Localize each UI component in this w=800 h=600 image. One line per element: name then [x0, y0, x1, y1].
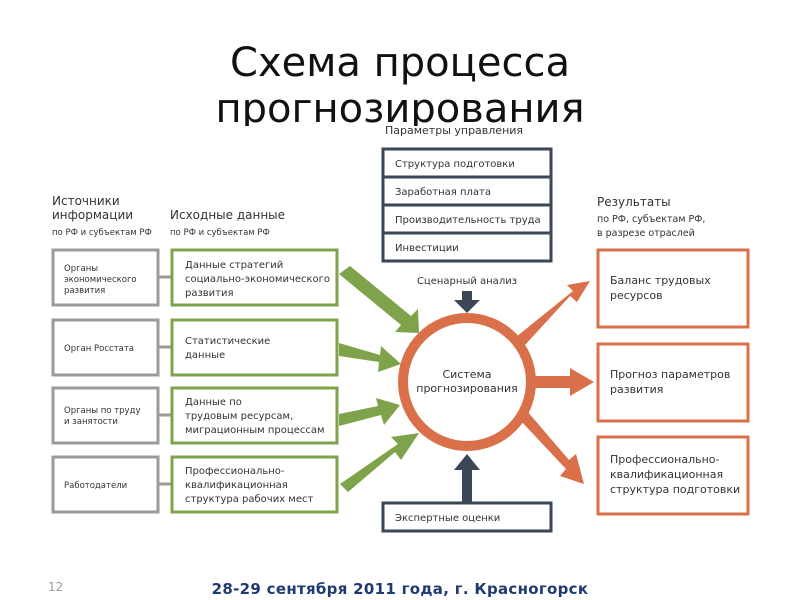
- slide-title-line-1: Схема процесса: [230, 40, 570, 86]
- param-item-1: Структура подготовки: [395, 159, 515, 170]
- input-box-2: Статистические данные: [170, 318, 339, 377]
- result-box-3-line-2: квалификационная: [610, 468, 723, 481]
- source-box-3-line-2: и занятости: [64, 417, 118, 427]
- scenario-analysis-label: Сценарный анализ: [417, 276, 517, 287]
- source-box-1-line-1: Органы: [64, 264, 98, 274]
- input-box-4-line-2: квалификационная: [185, 480, 288, 491]
- param-item-3: Производительность труда: [395, 215, 541, 226]
- source-box-1-line-2: экономического: [64, 275, 137, 285]
- orange-arrow-1: [516, 281, 590, 345]
- inputs-subheading: по РФ и субъектам РФ: [170, 228, 270, 238]
- result-box-2: Прогноз параметров развития: [596, 342, 750, 423]
- input-box-4-line-3: структура рабочих мест: [185, 494, 313, 505]
- input-box-3-line-2: трудовым ресурсам,: [185, 411, 293, 422]
- input-box-1-line-1: Данные стратегий: [185, 260, 283, 271]
- input-box-3-line-3: миграционным процессам: [185, 425, 325, 436]
- result-box-1: Баланс трудовых ресурсов: [596, 248, 750, 329]
- input-box-1-line-2: социально-экономического: [185, 274, 330, 285]
- expert-box: Экспертные оценки: [381, 501, 553, 533]
- green-arrow-1: [339, 266, 419, 333]
- source-box-4-line-1: Работодатели: [64, 481, 127, 491]
- navy-arrow-down: [454, 291, 480, 313]
- sources-heading-line-1: Источники: [52, 194, 120, 208]
- params-stack: Структура подготовки Заработная плата Пр…: [381, 147, 553, 263]
- sources-heading-line-2: информации: [52, 208, 133, 222]
- input-box-3: Данные по трудовым ресурсам, миграционны…: [170, 386, 339, 445]
- inputs-heading: Исходные данные: [170, 208, 285, 222]
- sources-subheading: по РФ и субъектам РФ: [52, 228, 152, 238]
- result-box-3-line-3: структура подготовки: [610, 483, 740, 496]
- green-arrow-2: [339, 343, 401, 372]
- result-box-1-line-1: Баланс трудовых: [610, 274, 711, 287]
- source-box-4: Работодатели: [51, 455, 160, 514]
- source-box-2: Орган Росстата: [51, 318, 160, 377]
- input-box-1: Данные стратегий социально-экономическог…: [170, 248, 339, 307]
- result-box-3-line-1: Профессионально-: [610, 453, 719, 466]
- source-box-2-line-1: Орган Росстата: [64, 344, 134, 354]
- results-subheading-line-1: по РФ, субъектам РФ,: [597, 214, 705, 225]
- results-heading: Результаты: [597, 195, 671, 209]
- result-box-2-line-2: развития: [610, 383, 663, 396]
- param-item-2: Заработная плата: [395, 187, 491, 198]
- slide-number: 12: [48, 580, 64, 594]
- params-heading: Параметры управления: [385, 124, 523, 137]
- input-box-3-line-1: Данные по: [185, 397, 242, 408]
- green-arrow-3: [339, 398, 400, 426]
- result-box-1-line-2: ресурсов: [610, 289, 663, 302]
- source-box-1-line-3: развития: [64, 286, 105, 296]
- result-box-2-line-1: Прогноз параметров: [610, 368, 730, 381]
- orange-arrow-3: [520, 411, 584, 484]
- result-box-3: Профессионально- квалификационная структ…: [596, 435, 750, 516]
- slide-title-line-2: прогнозирования: [215, 86, 585, 126]
- green-arrow-4: [340, 433, 419, 492]
- center-line-2: прогнозирования: [416, 382, 518, 395]
- source-box-1: Органы экономического развития: [51, 248, 160, 307]
- footer-date-location: 28-29 сентября 2011 года, г. Красногорск: [211, 580, 589, 598]
- center-line-1: Система: [442, 368, 491, 381]
- orange-arrow-2: [531, 368, 594, 396]
- navy-arrow-up: [454, 454, 480, 502]
- input-box-2-line-2: данные: [185, 350, 225, 361]
- source-box-3: Органы по труду и занятости: [51, 386, 160, 445]
- input-box-4: Профессионально- квалификационная структ…: [170, 455, 339, 514]
- param-item-4: Инвестиции: [395, 243, 459, 254]
- source-box-3-line-1: Органы по труду: [64, 406, 140, 416]
- results-subheading-line-2: в разрезе отраслей: [597, 228, 695, 239]
- input-box-2-line-1: Статистические: [185, 336, 270, 347]
- expert-label: Экспертные оценки: [395, 513, 500, 524]
- input-box-4-line-1: Профессионально-: [185, 466, 285, 477]
- center-system: Система прогнозирования: [398, 313, 536, 451]
- input-box-1-line-3: развития: [185, 288, 234, 299]
- slide-title: Схема процесса прогнозирования: [0, 40, 800, 126]
